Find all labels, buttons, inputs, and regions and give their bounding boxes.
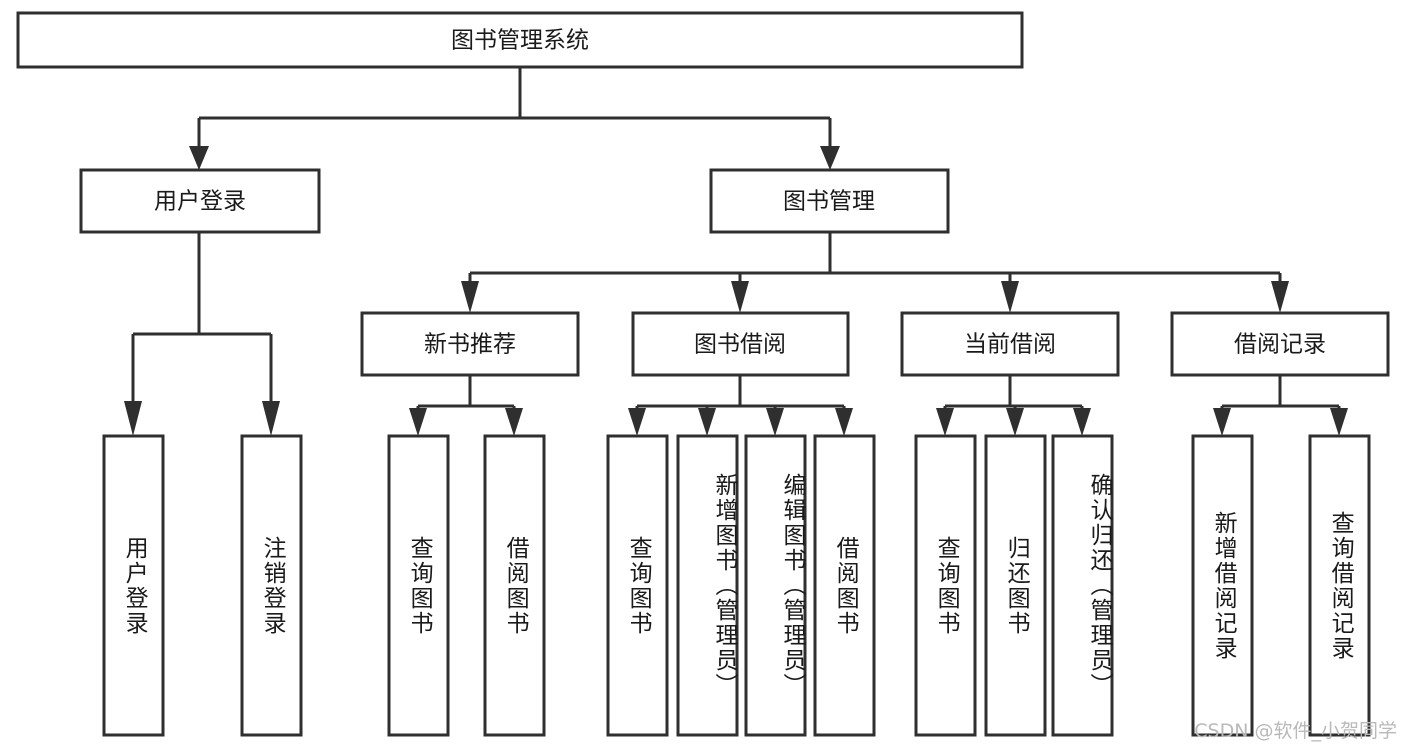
node-leaf-logout-login-box[interactable] (240, 434, 303, 737)
node-leaf-query-book-1-box[interactable] (387, 434, 450, 737)
node-current-borrow-label: 当前借阅 (964, 332, 1056, 358)
connector-group-book-management (461, 232, 1289, 313)
node-new-book-recommend-label: 新书推荐 (424, 332, 516, 358)
node-user-login-box[interactable] (79, 168, 321, 234)
node-leaf-confirm-return-box[interactable] (1051, 434, 1114, 737)
node-root-box[interactable] (16, 11, 1024, 69)
node-book-borrow-label: 图书借阅 (694, 332, 786, 358)
arrow-head-leaf-add-record (1213, 408, 1231, 436)
arrow-head-leaf-add-book (698, 408, 716, 436)
node-borrow-record-label: 借阅记录 (1234, 332, 1326, 358)
node-leaf-query-book-2-box[interactable] (606, 434, 669, 737)
arrow-head-book-management (820, 146, 840, 170)
node-book-borrow-box[interactable] (631, 311, 850, 377)
node-book-borrow[interactable]: 图书借阅 (631, 311, 850, 377)
arrow-head-leaf-query-book-3 (936, 408, 954, 436)
node-root[interactable]: 图书管理系统 (16, 11, 1024, 69)
connector-group-new-book-recommend (409, 375, 523, 436)
arrow-head-leaf-edit-book (766, 408, 784, 436)
arrow-head-leaf-borrow-book-2 (835, 408, 853, 436)
node-borrow-record[interactable]: 借阅记录 (1170, 311, 1390, 377)
arrow-head-leaf-return-book (1006, 408, 1024, 436)
node-new-book-recommend-box[interactable] (360, 311, 580, 377)
arrow-head-new-book-recommend (461, 281, 479, 313)
node-leaf-query-record-box[interactable] (1308, 434, 1371, 737)
node-current-borrow-box[interactable] (900, 311, 1120, 377)
arrow-head-leaf-logout-login (262, 401, 280, 436)
node-leaf-return-book-box[interactable] (984, 434, 1047, 737)
arrow-head-leaf-user-login (124, 401, 142, 436)
node-leaf-add-record-box[interactable] (1191, 434, 1254, 737)
node-new-book-recommend[interactable]: 新书推荐 (360, 311, 580, 377)
node-leaf-user-login-box[interactable] (102, 434, 165, 737)
arrow-head-book-borrow (731, 281, 749, 313)
arrow-head-leaf-query-record (1330, 408, 1348, 436)
node-leaf-borrow-book-2-box[interactable] (813, 434, 876, 737)
connector-group-user-login (124, 232, 280, 436)
arrow-head-user-login (189, 146, 209, 170)
node-borrow-record-box[interactable] (1170, 311, 1390, 377)
node-leaf-query-book-3-box[interactable] (914, 434, 977, 737)
arrow-head-leaf-query-book-2 (628, 408, 646, 436)
node-user-login-label: 用户登录 (154, 189, 246, 215)
node-root-label: 图书管理系统 (451, 28, 589, 54)
arrow-head-leaf-borrow-book-1 (505, 408, 523, 436)
csdn-watermark: CSDN @软件_小贺同学 (1194, 720, 1397, 742)
arrow-head-leaf-query-book-1 (409, 408, 427, 436)
arrow-head-current-borrow (1001, 281, 1019, 313)
node-leaf-borrow-book-1-box[interactable] (483, 434, 546, 737)
arrow-head-leaf-confirm-return (1073, 408, 1091, 436)
connector-group-root (189, 67, 840, 170)
node-current-borrow[interactable]: 当前借阅 (900, 311, 1120, 377)
node-book-management-label: 图书管理 (783, 189, 875, 215)
connector-group-book-borrow (628, 375, 853, 436)
node-book-management-box[interactable] (709, 168, 950, 234)
node-user-login[interactable]: 用户登录 (79, 168, 321, 234)
arrow-head-borrow-record (1271, 281, 1289, 313)
node-leaf-edit-book-box[interactable] (744, 434, 807, 737)
connector-group-borrow-record (1213, 375, 1348, 436)
node-leaf-add-book-box[interactable] (676, 434, 739, 737)
connector-group-current-borrow (936, 375, 1091, 436)
node-book-management[interactable]: 图书管理 (709, 168, 950, 234)
